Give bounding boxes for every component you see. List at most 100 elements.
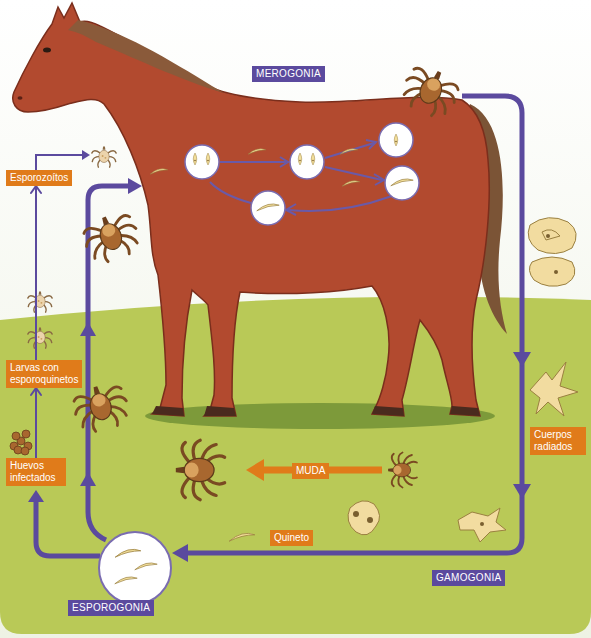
merogonia-arrow [325,167,382,180]
sporozoite [150,169,168,174]
arrow-head [28,490,44,502]
gametocyte-detail [542,230,560,240]
arrow-head [80,322,96,336]
merogonia-arrow [280,157,288,167]
merozoite [298,153,302,165]
merozoites [150,134,413,211]
horse-shadow [145,403,495,429]
sporokinete [135,563,157,570]
parasite-stages [229,218,578,542]
merogonia-arrow [374,174,384,185]
merozoite [391,179,413,186]
tick [398,61,464,122]
nucleus [554,270,558,274]
merogonia-arrow [366,140,376,149]
red-cell [185,145,219,179]
horse-body [13,3,489,416]
tick-nymph [388,453,417,488]
ticks [28,61,464,500]
merogonia-arrow [288,196,392,211]
nucleus [480,522,484,526]
merozoite [311,153,315,165]
label-text: Quineto [274,532,309,544]
kinete [229,533,255,541]
merozoite [340,149,358,154]
label-text: Huevos infectados [10,460,62,484]
step-label: Larvas con esporoquinetos [6,360,82,388]
merogonia-arrow [325,143,374,158]
arrow-head [172,544,188,562]
larva [92,147,116,168]
tick-feeding [398,61,464,122]
merozoite [394,134,398,146]
tick-eggs [10,430,32,455]
step-label: Quineto [270,530,313,546]
molt-arrow [246,459,382,481]
ray-body [530,362,578,416]
tick-adult [79,208,143,266]
merozoite [193,153,197,165]
ray-body-fusion [458,508,506,542]
larva [28,328,52,349]
tick [388,453,417,488]
red-cell [385,166,419,200]
nucleus [353,511,359,517]
larva [28,292,52,313]
step-label: Cuerpos radiados [530,427,586,455]
merozoite [257,204,279,211]
arrow-head [513,352,531,367]
label-text: GAMOGONIA [436,572,501,584]
label-text: Esporozoítos [10,172,68,184]
step-label: Huevos infectados [6,458,66,486]
merozoite [342,181,360,186]
zygote [348,501,380,535]
label-text: Larvas con esporoquinetos [10,362,78,386]
tick [176,440,225,500]
label-text: ESPOROGONIA [72,602,150,614]
merozoite [206,153,210,165]
red-cell [251,191,285,225]
egg [22,430,30,438]
step-label: Esporozoítos [6,170,72,186]
arrow-head [513,484,531,499]
horse-hooves [152,406,480,416]
gamogonia-line [172,96,531,562]
infected-cells [185,123,419,225]
nuclei [353,234,558,526]
esporogonia-cell [99,532,171,604]
label-text: MUDA [296,465,325,477]
arrow-head [128,178,142,194]
cycle-line [182,96,522,553]
gametocyte [528,218,576,254]
step-label: MUDA [292,463,329,479]
merogonia-cycle [210,140,392,215]
larva [28,292,52,313]
label-text: MEROGONIA [256,68,321,80]
larva-host [92,147,116,168]
stage-label: MEROGONIA [252,66,325,82]
horse-nostril [18,96,23,100]
horse-mane [68,20,224,93]
tick [79,208,143,266]
tick-molted [176,440,225,500]
merogonia-arrow [210,182,251,203]
cycle-line [36,155,84,170]
nucleus [546,234,550,238]
arrow-heads [28,150,142,502]
tick [70,380,132,435]
horse-eye [43,48,51,53]
cycle-arrow [31,186,41,360]
sporokinete [115,577,137,584]
nucleus [367,517,373,523]
cycle-arrow [31,388,41,458]
stage-label: GAMOGONIA [432,570,505,586]
arrow-head [82,150,90,160]
arrow-head [246,459,264,481]
egg [12,432,20,440]
label-text: Cuerpos radiados [534,429,582,453]
esporogonia-lines [36,155,130,556]
gametocyte [529,257,574,286]
stage-label: ESPOROGONIA [68,600,154,616]
